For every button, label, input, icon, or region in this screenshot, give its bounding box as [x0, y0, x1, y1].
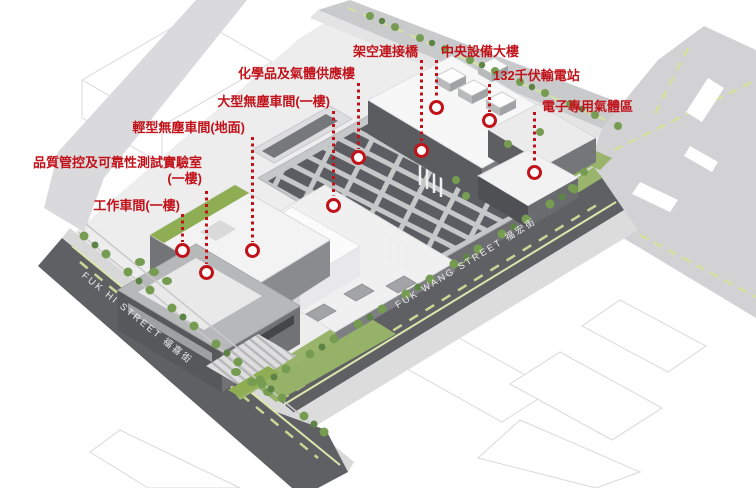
annotation-chemical-gas-supply: 化學品及氣體供應樓	[237, 66, 355, 81]
rooftop-units	[434, 57, 518, 116]
leader-line-chemical-gas-supply	[356, 83, 360, 149]
annotation-workshop: 工作車間(一樓)	[93, 198, 180, 213]
annotation-elevated-bridge: 架空連接橋	[352, 44, 418, 59]
annotation-qc-lab: 品質管控及可靠性測試實驗室 (一樓)	[32, 155, 202, 186]
annotation-central-utility-building: 中央設備大樓	[441, 44, 520, 59]
solar-roof	[268, 108, 545, 266]
leader-line-light-cleanroom	[250, 137, 254, 242]
junction-road	[586, 26, 756, 318]
marker-132kv-substation	[481, 112, 497, 128]
annotation-electronic-gas-area: 電子專用氣體區	[542, 99, 634, 114]
leader-line-workshop	[180, 214, 184, 242]
leader-line-large-cleanroom	[331, 111, 335, 196]
marker-qc-lab	[198, 264, 214, 280]
leader-line-central-utility-building	[434, 60, 438, 99]
marker-elevated-bridge	[413, 142, 429, 158]
leader-line-elevated-bridge	[419, 60, 423, 142]
trees	[79, 12, 622, 437]
marker-chemical-gas-supply	[350, 149, 366, 165]
annotation-132kv-substation: 132千伏輸電站	[493, 68, 580, 83]
marker-light-cleanroom	[244, 242, 260, 258]
leader-line-qc-lab	[204, 191, 208, 264]
marker-electronic-gas-area	[526, 164, 542, 180]
marker-large-cleanroom	[325, 197, 341, 213]
annotation-large-cleanroom: 大型無塵車間(一樓)	[217, 94, 330, 109]
marker-workshop	[174, 242, 190, 258]
workshop-building	[117, 243, 301, 397]
leader-line-electronic-gas-area	[532, 112, 536, 164]
nw-road	[44, 0, 247, 232]
annotation-light-cleanroom: 輕型無塵車間(地面)	[132, 120, 245, 135]
leader-line-132kv-substation	[487, 84, 491, 112]
marker-central-utility-building	[428, 99, 444, 115]
